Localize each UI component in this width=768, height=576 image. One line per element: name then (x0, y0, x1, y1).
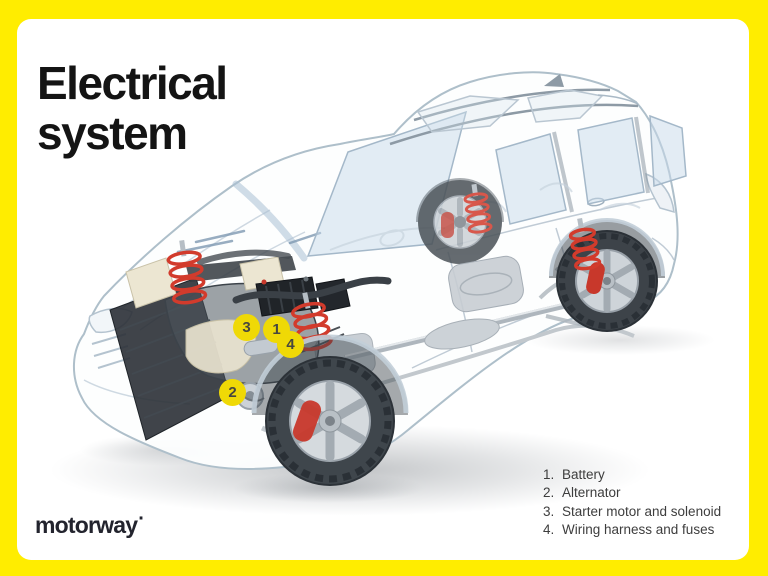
marker-2-number: 2 (228, 384, 237, 401)
page-title-line2: system (37, 106, 188, 159)
legend-item-number: 2. (543, 485, 555, 501)
marker-3-starter-motor: 3 (233, 314, 260, 341)
motorway-logo-dot: · (138, 508, 145, 530)
legend-item-alternator: 2. Alternator (543, 484, 721, 502)
legend-item-starter-motor: 3. Starter motor and solenoid (543, 503, 721, 521)
marker-2-alternator: 2 (219, 379, 246, 406)
legend-item-battery: 1. Battery (543, 466, 721, 484)
legend-item-label: Battery (562, 467, 605, 482)
page-title-line1: Electrical (37, 56, 228, 109)
marker-3-number: 3 (242, 319, 251, 336)
page-title: Electrical system (37, 56, 228, 159)
legend-item-label: Starter motor and solenoid (562, 503, 722, 519)
legend-item-number: 1. (543, 467, 555, 482)
legend-item-number: 3. (543, 503, 555, 519)
legend-item-number: 4. (543, 521, 555, 537)
marker-4-number: 4 (286, 336, 295, 353)
legend-item-label: Alternator (562, 485, 621, 501)
legend-item-wiring-harness: 4. Wiring harness and fuses (543, 521, 721, 539)
marker-4-wiring-harness: 4 (277, 331, 304, 358)
motorway-logo: motorway· (35, 508, 145, 539)
legend-item-label: Wiring harness and fuses (562, 521, 715, 537)
legend: 1. Battery 2. Alternator 3. Starter motor a… (543, 466, 721, 539)
motorway-logo-text: motorway (35, 512, 138, 538)
